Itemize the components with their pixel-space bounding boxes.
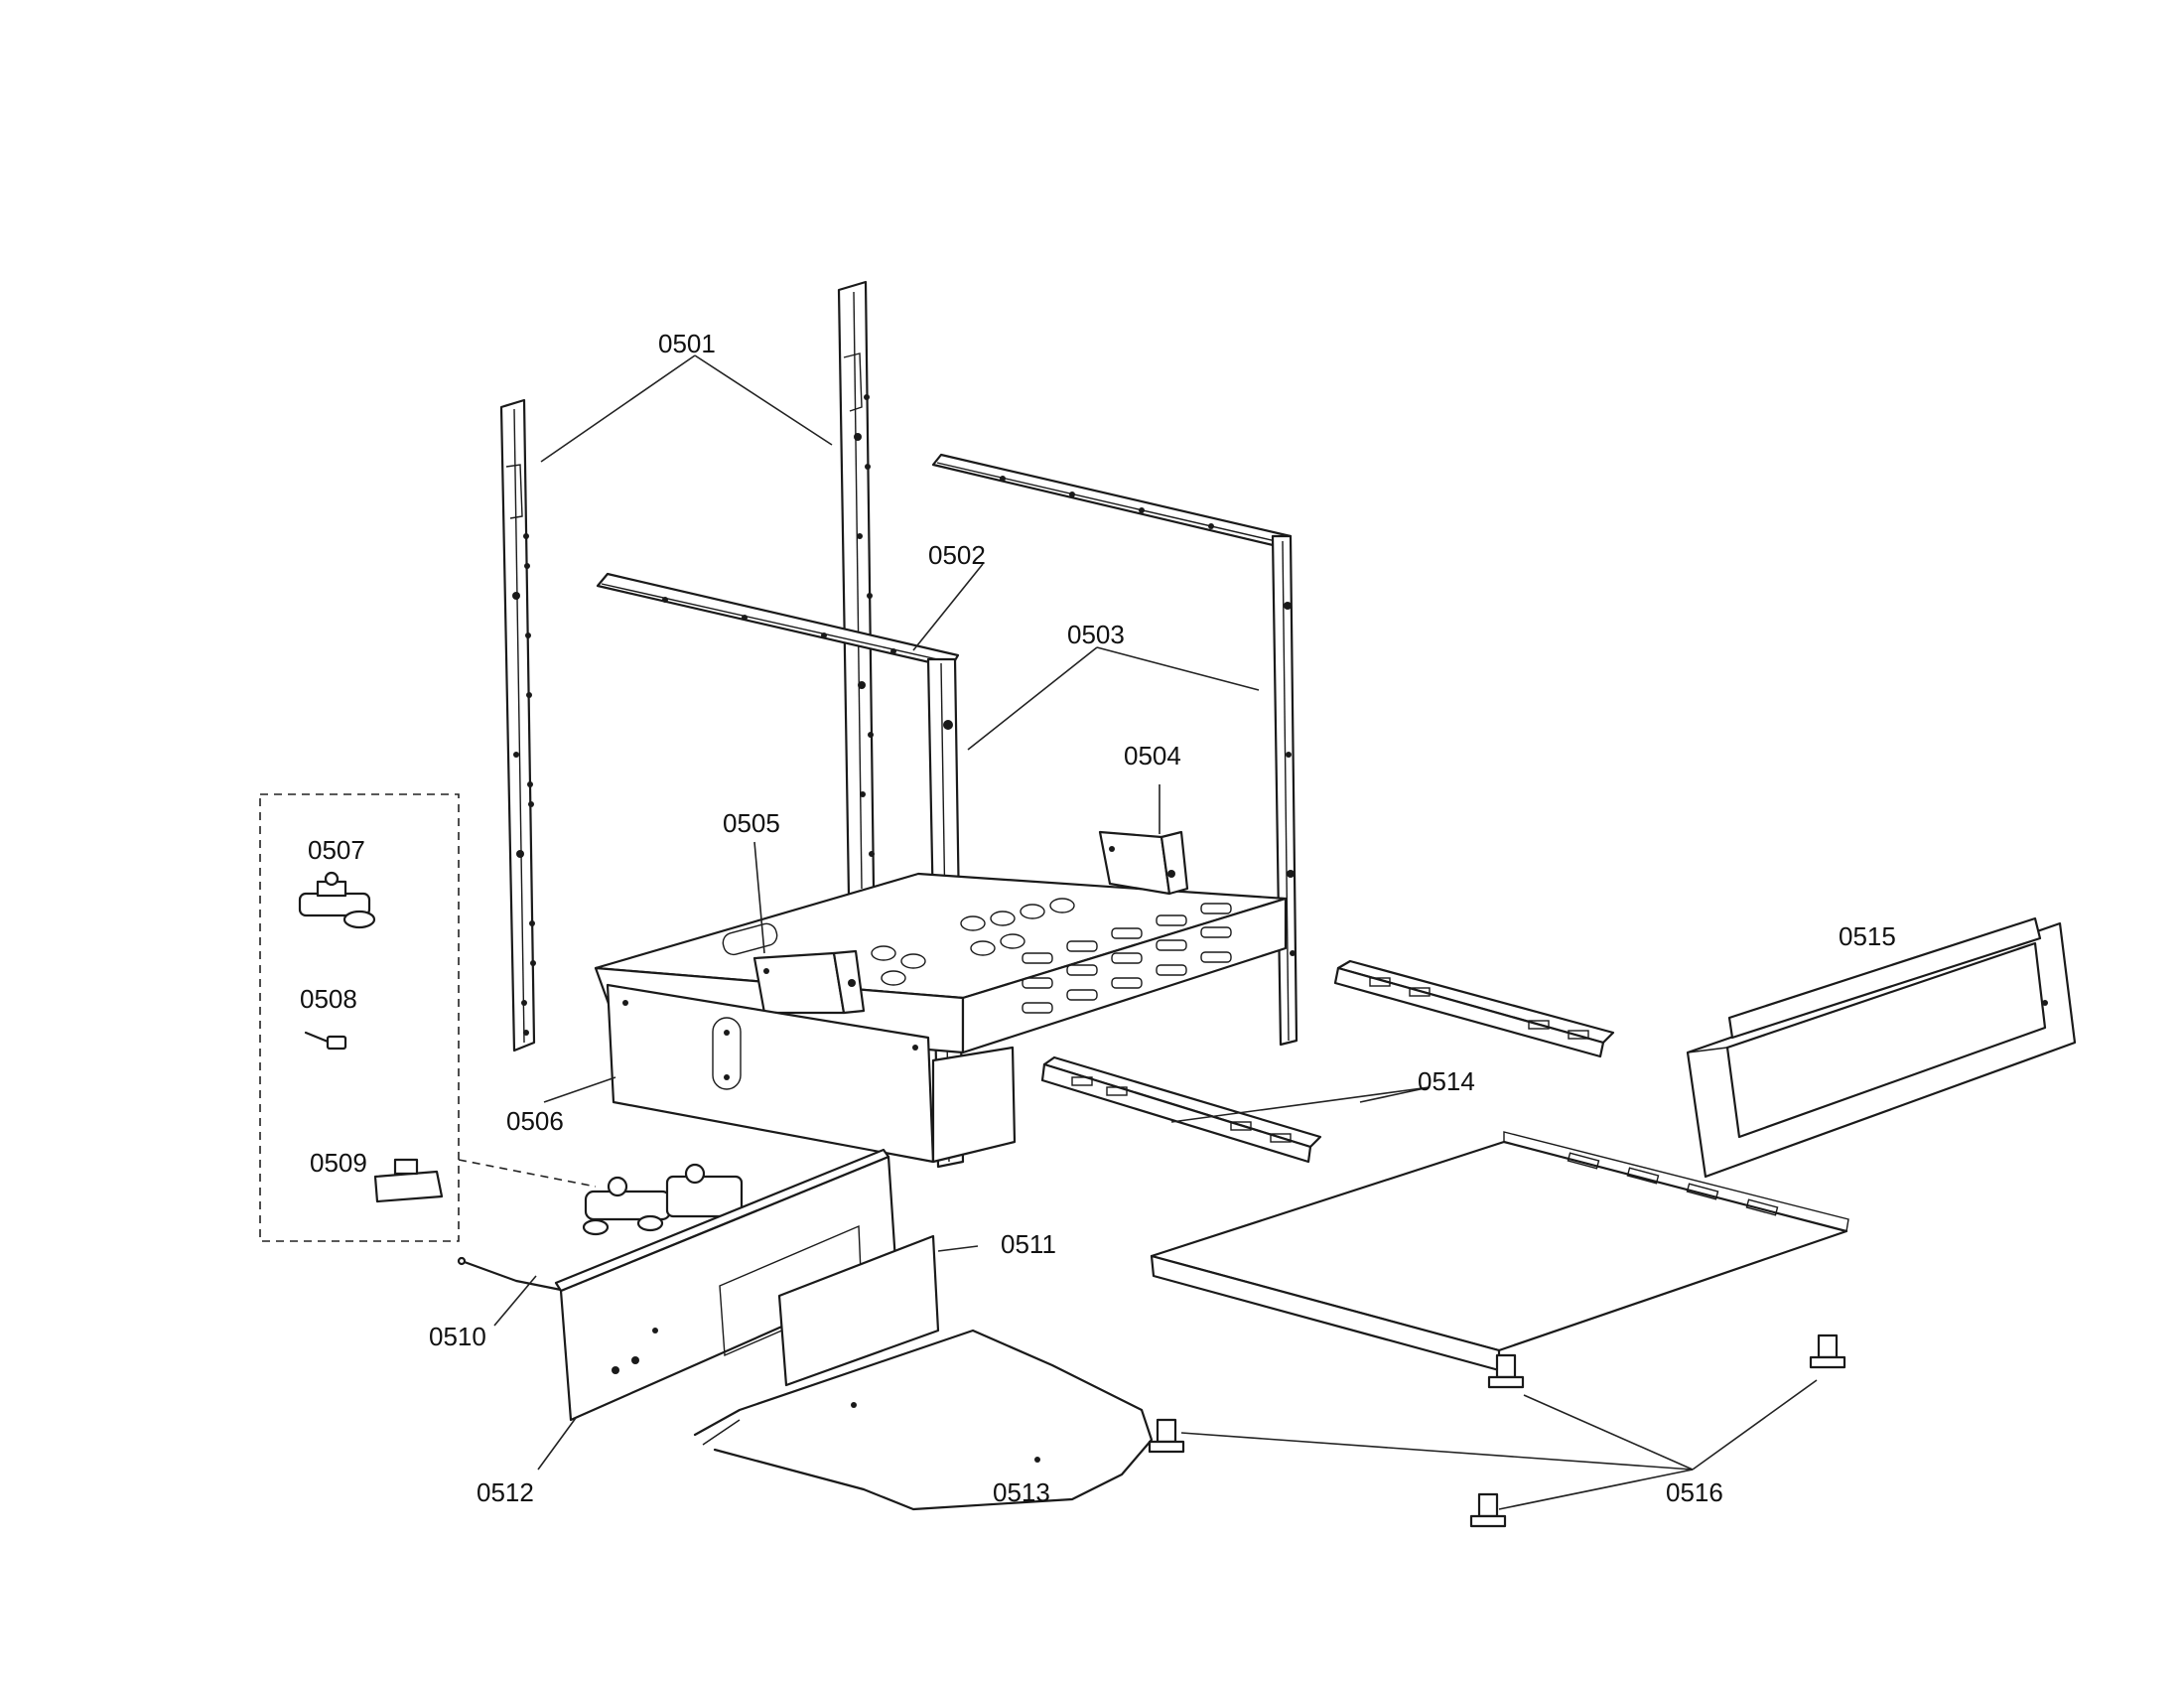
- label-0514: 0514: [1418, 1066, 1475, 1096]
- label-0513: 0513: [993, 1477, 1050, 1507]
- part-0516-foot-1: [1487, 1353, 1525, 1389]
- part-base-frame: [1150, 1131, 1849, 1372]
- part-0516-foot-2: [1809, 1333, 1846, 1369]
- label-0512: 0512: [477, 1477, 534, 1507]
- part-0505-bracket: [752, 949, 866, 1015]
- label-0505: 0505: [723, 808, 780, 838]
- label-0515: 0515: [1839, 921, 1896, 951]
- label-0503: 0503: [1067, 620, 1125, 649]
- part-0509-switch: [373, 1158, 444, 1203]
- part-0514-rail-upper: [1333, 959, 1615, 1058]
- part-0515-drawer-front: [1686, 916, 2077, 1179]
- label-0509: 0509: [310, 1148, 367, 1178]
- part-0516-foot-4: [1469, 1492, 1507, 1528]
- part-0506-lower-panel: [606, 983, 1017, 1164]
- label-0506: 0506: [506, 1106, 564, 1136]
- label-0516: 0516: [1666, 1477, 1723, 1507]
- part-0508-igniter: [304, 1031, 347, 1051]
- leader-lines: [493, 354, 1818, 1510]
- part-0501-rear-post: [837, 280, 876, 899]
- part-0504-bracket: [1098, 830, 1189, 896]
- part-0507-valve: [298, 871, 376, 929]
- part-0513-rack: [693, 1329, 1154, 1511]
- label-0504: 0504: [1124, 741, 1181, 771]
- part-0514-rail-lower: [1040, 1055, 1322, 1164]
- valve-kit-group: [259, 793, 460, 1242]
- label-0501: 0501: [658, 329, 716, 358]
- label-0507: 0507: [308, 835, 365, 865]
- part-0516-foot-3: [1148, 1418, 1185, 1454]
- part-0511-shield: [777, 1234, 940, 1387]
- label-0510: 0510: [429, 1322, 486, 1351]
- part-0501-left-post: [499, 398, 536, 1052]
- label-0511: 0511: [1001, 1229, 1056, 1259]
- burner-valve-assembly: [458, 1159, 744, 1236]
- part-labels: 0501 0502 0503 0504 0505 0506 0507 0508 …: [300, 329, 1896, 1507]
- vent-slots: [871, 898, 1232, 1014]
- label-0502: 0502: [928, 540, 986, 570]
- label-0508: 0508: [300, 984, 357, 1014]
- part-0512-control-panel: [554, 1148, 898, 1422]
